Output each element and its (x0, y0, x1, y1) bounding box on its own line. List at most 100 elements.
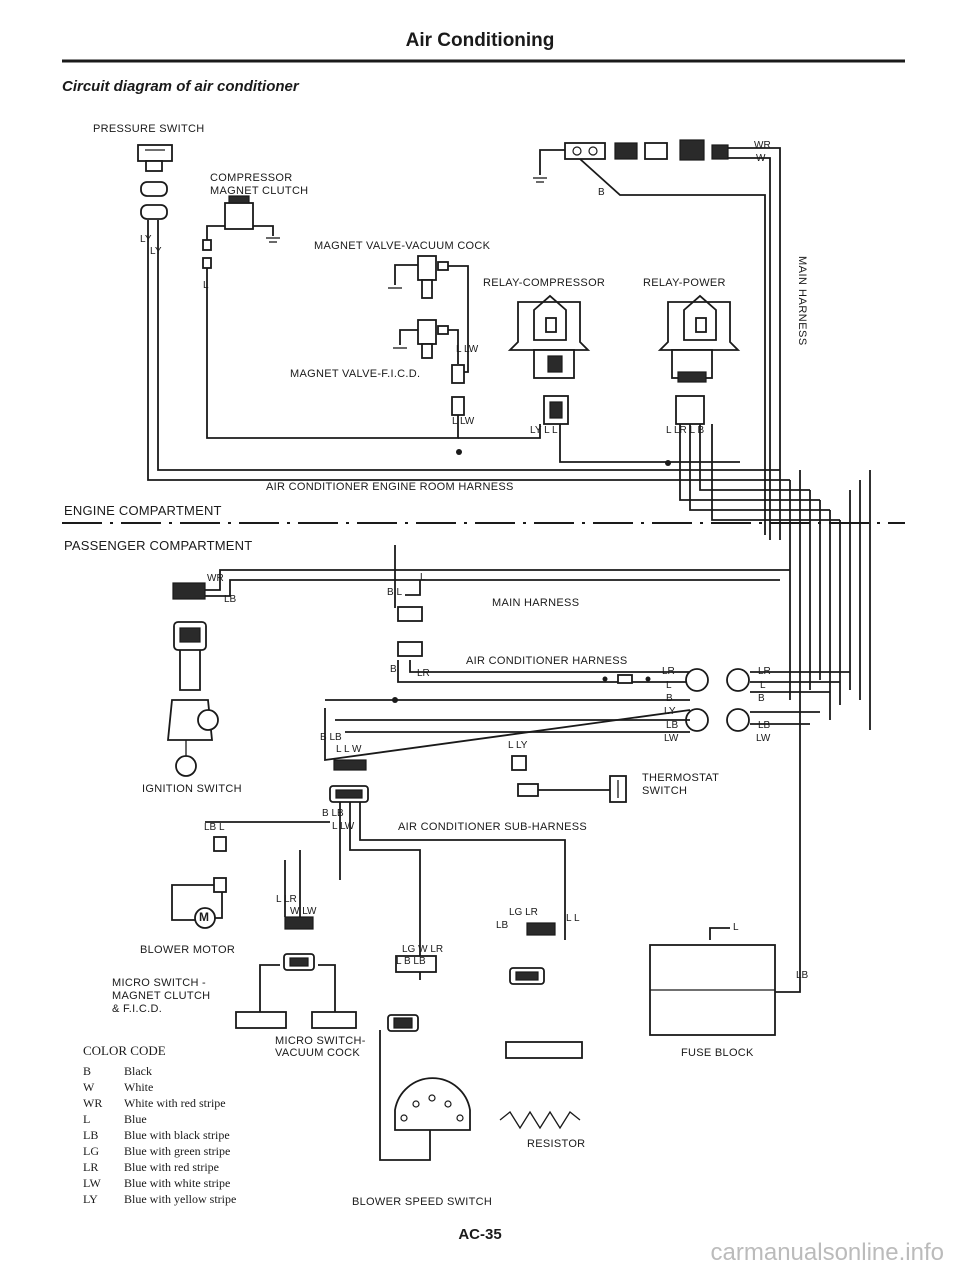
wire-label: L L (566, 913, 580, 924)
wire-label: L L W (336, 744, 362, 755)
relay-compressor-symbol (507, 294, 591, 425)
page-title: Air Conditioning (405, 30, 555, 51)
wire-label: LB (758, 720, 771, 731)
valve-ficd-label: MAGNET VALVE-F.I.C.D. (290, 368, 421, 380)
blower-motor-label: BLOWER MOTOR (140, 944, 236, 956)
color-code-key: LB (83, 1128, 99, 1142)
wire-label: L (203, 280, 209, 291)
pressure-switch-symbol (137, 144, 173, 220)
thermostat-label-line1: THERMOSTAT (642, 772, 720, 784)
micro-switch-label-line1: MICRO SWITCH - (112, 977, 207, 989)
wire-label: L LR L B (666, 425, 705, 436)
wire-label: WR (207, 573, 224, 584)
mid-connectors (324, 668, 850, 762)
wire-label: LB (496, 920, 509, 931)
engine-wiring (147, 220, 840, 521)
wire-label: LY (664, 706, 676, 717)
color-code-value: Blue with yellow stripe (124, 1192, 237, 1206)
color-code-value: Blue (124, 1112, 147, 1126)
color-code-value: Blue with white stripe (124, 1176, 231, 1190)
color-code-title: COLOR CODE (83, 1043, 166, 1058)
ac-harness-label: AIR CONDITIONER HARNESS (466, 655, 628, 667)
wire-label: L (760, 680, 766, 691)
blower-speed-switch-label: BLOWER SPEED SWITCH (352, 1196, 493, 1208)
blower-connector (259, 850, 336, 1012)
ignition-switch-label: IGNITION SWITCH (142, 783, 242, 795)
wire-label: L LY (508, 740, 528, 751)
wire-label: LB (666, 720, 679, 731)
color-code-key: LW (83, 1176, 101, 1190)
wire-label: LR (758, 666, 771, 677)
wire-label: LG W LR (402, 944, 444, 955)
micro-vac-label-line1: MICRO SWITCH- (275, 1035, 366, 1047)
valve-vacuum-symbol (388, 255, 469, 300)
wire-label: LW (664, 733, 679, 744)
color-code-key: W (83, 1080, 95, 1094)
ignition-switch-symbol (167, 569, 790, 777)
wire-label: L LW (332, 821, 355, 832)
micro-vac-label-line2: VACUUM COCK (275, 1047, 360, 1059)
sub-harness-label: AIR CONDITIONER SUB-HARNESS (398, 821, 588, 833)
compressor-label-line1: COMPRESSOR (210, 172, 293, 184)
diagram-title: Circuit diagram of air conditioner (62, 78, 299, 95)
compressor-clutch-symbol (202, 195, 280, 269)
wire-label: LB L (204, 822, 225, 833)
valve-ficd-symbol (393, 300, 469, 416)
wire-label: L (420, 572, 426, 583)
wire-label: B LB (322, 808, 344, 819)
compressor-label-line2: MAGNET CLUTCH (210, 185, 309, 197)
engine-room-harness-label: AIR CONDITIONER ENGINE ROOM HARNESS (266, 481, 514, 493)
color-code-key: LY (83, 1192, 98, 1206)
passenger-compartment-label: PASSENGER COMPARTMENT (64, 538, 253, 553)
wire-label: L (666, 680, 672, 691)
micro-switch-label-line3: & F.I.C.D. (112, 1003, 163, 1015)
color-code-value: White with red stripe (124, 1096, 226, 1110)
main-harness-label: MAIN HARNESS (492, 597, 580, 609)
wire-label: B L (387, 587, 403, 598)
wire-label: L LR (276, 894, 297, 905)
wire-label: LR (662, 666, 675, 677)
wire-label: L B LB (396, 956, 426, 967)
fuse-block-symbol (649, 927, 801, 1036)
wire-label: LW (756, 733, 771, 744)
wire-label: W LW (290, 906, 317, 917)
resistor-label: RESISTOR (527, 1138, 586, 1150)
color-code-value: Blue with green stripe (124, 1144, 231, 1158)
sub-harness-connectors (205, 759, 566, 980)
wire-label: W (756, 153, 766, 164)
blower-motor-symbol (171, 836, 227, 929)
wire-label: B (390, 664, 397, 675)
micro-switch-label-line2: MAGNET CLUTCH (112, 990, 211, 1002)
color-code-key: WR (83, 1096, 103, 1110)
speed-connectors (395, 922, 556, 973)
wire-label: B (666, 693, 673, 704)
color-code-key: LG (83, 1144, 99, 1158)
thermostat-label-line2: SWITCH (642, 785, 688, 797)
wire-label: B (758, 693, 765, 704)
main-harness-vertical-label: MAIN HARNESS (796, 256, 808, 346)
color-code-value: Blue with red stripe (124, 1160, 219, 1174)
wire-label: LB (224, 594, 237, 605)
wire-label: L (733, 922, 739, 933)
wire-label: B (598, 187, 605, 198)
wire-label: LY L L (530, 425, 558, 436)
color-code-value: White (124, 1080, 154, 1094)
right-harness-bundle (789, 470, 871, 960)
wire-label: LB (796, 970, 809, 981)
engine-compartment-label: ENGINE COMPARTMENT (64, 503, 222, 518)
color-code-key: B (83, 1064, 92, 1078)
thermostat-symbol (511, 755, 627, 803)
wire-label: LG LR (509, 907, 538, 918)
wire-label: WR (754, 140, 771, 151)
wire-label: LY (150, 246, 162, 257)
wire-label: L LW (456, 344, 479, 355)
relay-power-symbol (657, 294, 741, 425)
wire-label: LR (417, 668, 430, 679)
wire-label: LY (140, 234, 152, 245)
relay-power-label: RELAY-POWER (643, 277, 726, 289)
page-number: AC-35 (458, 1226, 502, 1243)
valve-vacuum-label: MAGNET VALVE-VACUUM COCK (314, 240, 491, 252)
color-code-value: Blue with black stripe (124, 1128, 230, 1142)
resistor-symbol (499, 967, 583, 1130)
